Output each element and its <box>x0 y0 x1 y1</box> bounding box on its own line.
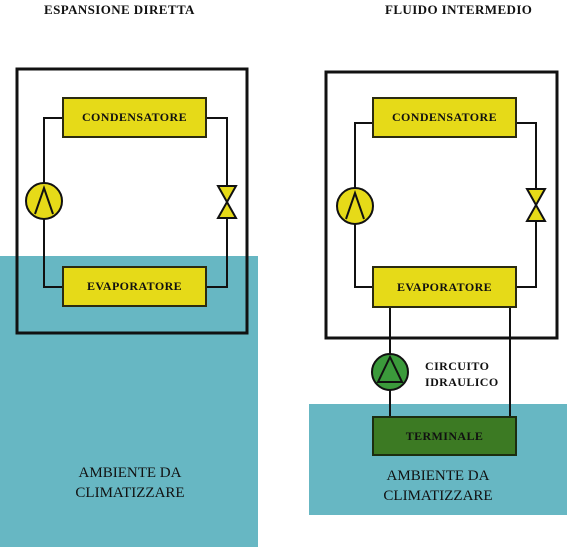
ambient-label-left: AMBIENTE DA CLIMATIZZARE <box>40 463 220 503</box>
ambient-left-line2: CLIMATIZZARE <box>75 485 185 501</box>
machine-frame-left <box>15 67 249 335</box>
ambient-right-line2: CLIMATIZZARE <box>383 488 493 504</box>
machine-frame-right <box>324 70 559 340</box>
ambient-right-line1: AMBIENTE DA <box>386 468 490 484</box>
pump-icon <box>371 353 409 391</box>
title-direct-expansion: ESPANSIONE DIRETTA <box>44 2 195 17</box>
compressor-left-icon <box>25 182 63 220</box>
hydraulic-circuit-lines <box>389 308 511 416</box>
terminal-unit: TERMINALE <box>372 416 517 456</box>
hydraulic-circuit-line1: CIRCUITO <box>425 359 490 373</box>
ambient-left-line1: AMBIENTE DA <box>78 465 182 481</box>
title-intermediate-fluid: FLUIDO INTERMEDIO <box>385 2 533 17</box>
hydraulic-circuit-label: CIRCUITO IDRAULICO <box>425 358 499 390</box>
hydraulic-circuit-line2: IDRAULICO <box>425 375 499 389</box>
compressor-right-icon <box>336 187 374 225</box>
refrigerant-loop-right <box>354 122 537 288</box>
refrigerant-loop-left <box>43 117 228 288</box>
evaporator-left: EVAPORATORE <box>62 266 207 307</box>
expansion-valve-left-icon <box>216 185 238 219</box>
evaporator-right: EVAPORATORE <box>372 266 517 308</box>
condenser-right: CONDENSATORE <box>372 97 517 138</box>
ambient-label-right: AMBIENTE DA CLIMATIZZARE <box>348 466 528 506</box>
expansion-valve-right-icon <box>525 188 547 222</box>
condenser-left: CONDENSATORE <box>62 97 207 138</box>
